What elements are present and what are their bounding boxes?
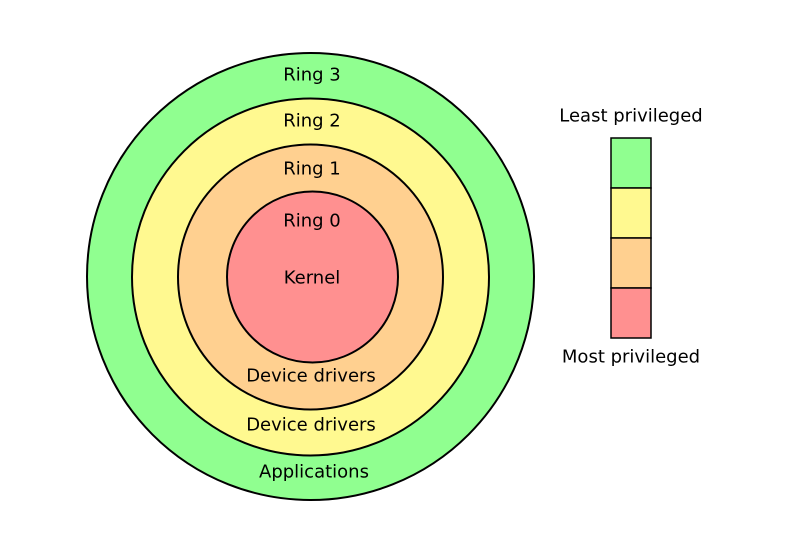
- ring-3-label: Ring 3: [283, 65, 341, 86]
- legend-swatch-ring-1: [610, 237, 652, 289]
- legend-swatch-ring-0: [610, 287, 652, 339]
- ring-0-role: Kernel: [284, 268, 341, 289]
- ring-2-role: Device drivers: [246, 415, 376, 436]
- ring-3-role: Applications: [259, 462, 369, 483]
- legend-bottom-label: Most privileged: [562, 347, 700, 368]
- ring-0-circle: [226, 190, 399, 364]
- ring-1-label: Ring 1: [283, 159, 341, 180]
- legend-swatch-ring-2: [610, 187, 652, 239]
- ring-2-label: Ring 2: [283, 111, 341, 132]
- legend-swatch-ring-3: [610, 137, 652, 189]
- ring-1-role: Device drivers: [246, 366, 376, 387]
- legend-top-label: Least privileged: [559, 106, 702, 127]
- ring-0-label: Ring 0: [283, 211, 341, 232]
